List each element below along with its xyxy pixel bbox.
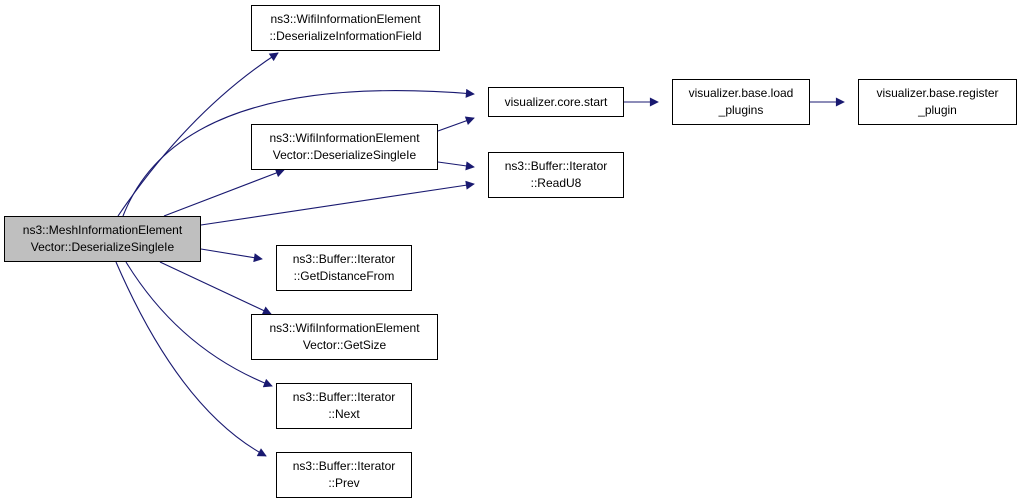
node-prev[interactable]: ns3::Buffer::Iterator::Prev [276,452,412,498]
node-label-line: ns3::Buffer::Iterator [292,252,396,266]
node-register-plugin[interactable]: visualizer.base.register _plugin [858,79,1017,125]
edge-wifi_single-to-readu8 [437,161,475,171]
node-label-line: visualizer.base.load [688,86,794,100]
node-wifi-field[interactable]: ns3::WifiInformationElement::Deserialize… [251,5,440,51]
node-label-line: ns3::WifiInformationElement [269,321,420,335]
node-label-line: ::GetDistanceFrom [293,269,395,283]
node-label-line: ns3::MeshInformationElement [22,223,183,237]
edge-wifi_single-to-core_start [437,116,475,132]
node-core-start[interactable]: visualizer.core.start [488,87,624,117]
node-label-line: ns3::Buffer::Iterator [292,390,396,404]
node-label-line: ::DeserializeInformationField [269,29,422,43]
edge-mesh-to-getsize [159,261,272,315]
edge-mesh-to-wifi_single [163,168,285,217]
edge-mesh-to-prev [115,261,267,457]
edge-mesh-to-getdist [200,248,263,263]
node-readu8[interactable]: ns3::Buffer::Iterator::ReadU8 [488,152,624,198]
node-load-plugins[interactable]: visualizer.base.load _plugins [672,79,810,125]
node-next[interactable]: ns3::Buffer::Iterator::Next [276,383,412,429]
node-label-line: ::ReadU8 [530,176,582,190]
node-label-line: visualizer.base.register [876,86,999,100]
node-label-line: Vector::DeserializeSingleIe [272,148,417,162]
node-label-line: Vector::DeserializeSingleIe [30,240,175,254]
node-label-line: ::Prev [328,476,360,490]
edge-mesh-to-next [125,261,273,388]
node-label-line: Vector::GetSize [302,338,387,352]
node-label-line: _plugin [918,103,957,117]
node-label-line: ns3::WifiInformationElement [269,131,420,145]
node-getdist[interactable]: ns3::Buffer::Iterator::GetDistanceFrom [276,245,412,291]
edge-mesh-to-core_start [122,88,475,217]
node-label-line: visualizer.core.start [504,94,608,109]
node-label-line: ::Next [328,407,360,421]
node-label-line: ns3::Buffer::Iterator [504,159,608,173]
edge-mesh-to-readu8 [200,180,475,226]
node-label-line: ns3::Buffer::Iterator [292,459,396,473]
node-label-line: ns3::WifiInformationElement [270,12,421,26]
node-label-line: _plugins [718,103,764,117]
